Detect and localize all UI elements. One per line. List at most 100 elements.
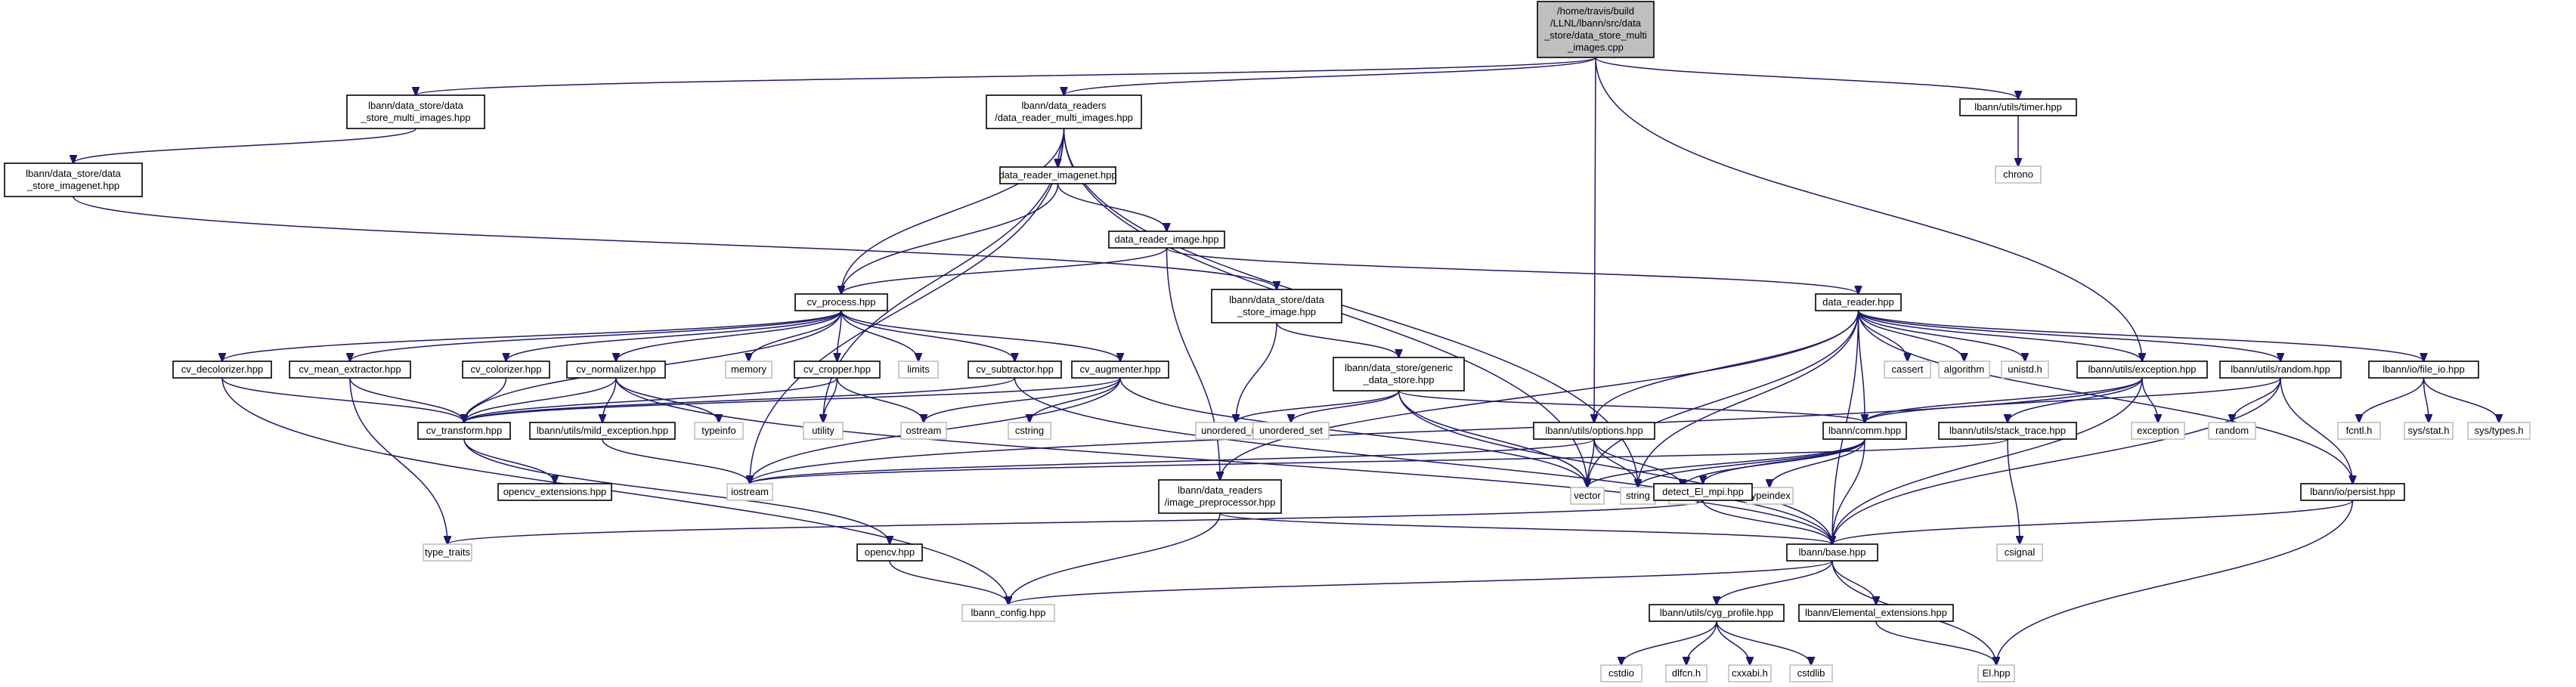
node-cyg_profile[interactable]: lbann/utils/cyg_profile.hpp [1649, 604, 1785, 622]
edge-cv_normalizer-to-mild_exc [602, 377, 617, 422]
node-label-comm-0: lbann/comm.hpp [1828, 425, 1901, 436]
edge-cyg_profile-to-cstdio [1621, 620, 1717, 665]
node-box-ds_image [1211, 289, 1342, 323]
node-timer[interactable]: lbann/utils/timer.hpp [1959, 98, 2077, 116]
node-cv_decolorizer[interactable]: cv_decolorizer.hpp [172, 361, 272, 379]
edge-cv_transform-to-opencv [463, 438, 890, 544]
node-elemental_ext[interactable]: lbann/Elemental_extensions.hpp [1798, 604, 1954, 622]
edge-comm-to-detect_el [1703, 438, 1865, 484]
node-typeindex: typeindex [1745, 487, 1794, 505]
node-comm[interactable]: lbann/comm.hpp [1822, 422, 1907, 440]
node-label-detect_el-0: detect_El_mpi.hpp [1662, 486, 1744, 497]
node-detect_el[interactable]: detect_El_mpi.hpp [1653, 483, 1753, 501]
edge-generic_ds-to-vector [1398, 390, 1588, 487]
edge-root-to-ds_multi [416, 57, 1596, 95]
node-ds_imagenet[interactable]: lbann/data_store/data_store_imagenet.hpp [4, 162, 143, 197]
node-box-iostream [726, 483, 773, 501]
node-box-cv_subtractor [968, 361, 1062, 379]
node-label-dr_imagenet-0: data_reader_imagenet.hpp [999, 169, 1116, 181]
node-label-ds_imagenet-0: lbann/data_store/data [26, 168, 122, 179]
node-persist[interactable]: lbann/io/persist.hpp [2300, 483, 2405, 501]
node-opencv[interactable]: opencv.hpp [856, 543, 923, 562]
node-root[interactable]: /home/travis/build/LLNL/lbann/src/data_s… [1537, 1, 1655, 58]
node-cv_process[interactable]: cv_process.hpp [794, 293, 888, 311]
node-label-image_pre-1: /image_preprocessor.hpp [1165, 497, 1276, 508]
node-label-fcntl-0: fcntl.h [2346, 425, 2373, 436]
node-box-dr_image [1108, 231, 1225, 249]
edge-cv_process-to-cv_decolorizer [222, 310, 842, 361]
node-chrono: chrono [1995, 166, 2042, 184]
node-image_pre[interactable]: lbann/data_readers/image_preprocessor.hp… [1158, 479, 1282, 514]
node-label-cv_normalizer-0: cv_normalizer.hpp [576, 364, 656, 375]
edge-file_io-to-sys_types [2423, 377, 2500, 422]
node-data_reader[interactable]: data_reader.hpp [1815, 293, 1902, 311]
edge-cv_decolorizer-to-lbann_config [221, 377, 1008, 605]
node-box-cv_mean [289, 361, 411, 379]
node-box-unistd [2001, 361, 2049, 379]
node-label-opencv_ext-0: opencv_extensions.hpp [503, 486, 607, 497]
node-box-cv_process [794, 293, 888, 311]
node-box-algorithm [1938, 361, 1990, 379]
node-cv_normalizer[interactable]: cv_normalizer.hpp [566, 361, 666, 379]
edge-ds_imagenet-to-ds_image [73, 196, 1277, 289]
edge-base-to-lbann_config [1008, 560, 1833, 605]
node-box-options [1533, 422, 1655, 440]
node-cv_transform[interactable]: cv_transform.hpp [417, 422, 511, 440]
node-cv_cropper[interactable]: cv_cropper.hpp [794, 361, 881, 379]
node-options[interactable]: lbann/utils/options.hpp [1533, 422, 1655, 440]
node-box-csignal [1996, 543, 2043, 562]
node-label-dlfcn-0: dlfcn.h [1672, 667, 1701, 679]
node-box-image_pre [1158, 479, 1282, 514]
node-label-lbann_config-0: lbann_config.hpp [971, 607, 1045, 618]
node-label-options-0: lbann/utils/options.hpp [1545, 425, 1643, 436]
node-box-chrono [1995, 166, 2042, 184]
node-box-dr_imagenet [999, 166, 1116, 184]
node-box-lbann_config [961, 604, 1055, 622]
node-ds_multi[interactable]: lbann/data_store/data_store_multi_images… [346, 94, 485, 129]
node-mild_exc[interactable]: lbann/utils/mild_exception.hpp [529, 422, 676, 440]
node-box-opencv [856, 543, 923, 562]
node-cv_augmenter[interactable]: cv_augmenter.hpp [1071, 361, 1169, 379]
node-box-cxxabi [1728, 664, 1772, 682]
node-label-el_hpp-0: El.hpp [1983, 667, 2011, 679]
edge-persist-to-el_hpp [1996, 500, 2354, 665]
node-label-cyg_profile-0: lbann/utils/cyg_profile.hpp [1660, 607, 1773, 618]
node-cv_subtractor[interactable]: cv_subtractor.hpp [968, 361, 1062, 379]
node-file_io[interactable]: lbann/io/file_io.hpp [2368, 361, 2479, 379]
node-opencv_ext[interactable]: opencv_extensions.hpp [497, 483, 612, 501]
node-box-cstdlib [1789, 664, 1833, 682]
edge-random_hpp-to-base [1832, 377, 2281, 544]
node-ds_image[interactable]: lbann/data_store/data_store_image.hpp [1211, 289, 1342, 323]
node-exception_hpp[interactable]: lbann/utils/exception.hpp [2076, 361, 2208, 379]
node-box-cv_colorizer [462, 361, 550, 379]
edge-data_reader-to-exception_hpp [1857, 310, 2143, 361]
edge-data_reader-to-algorithm [1857, 310, 1965, 361]
node-generic_ds[interactable]: lbann/data_store/generic_data_store.hpp [1333, 357, 1465, 391]
node-base[interactable]: lbann/base.hpp [1786, 543, 1878, 562]
edge-detect_el-to-base [1702, 500, 1832, 544]
node-label-chrono-0: chrono [2003, 169, 2033, 180]
node-cv_mean[interactable]: cv_mean_extractor.hpp [289, 361, 411, 379]
node-fcntl: fcntl.h [2337, 422, 2381, 440]
node-label-ds_image-1: _store_image.hpp [1237, 306, 1316, 317]
node-stack_trace[interactable]: lbann/utils/stack_trace.hpp [1938, 422, 2077, 440]
node-label-dr_image-0: data_reader_image.hpp [1114, 234, 1218, 245]
edge-root-to-timer [1595, 57, 2018, 99]
node-dr_multi[interactable]: lbann/data_readers/data_reader_multi_ima… [986, 94, 1142, 129]
node-dr_image[interactable]: data_reader_image.hpp [1108, 231, 1225, 249]
node-cv_colorizer[interactable]: cv_colorizer.hpp [462, 361, 550, 379]
node-label-opencv-0: opencv.hpp [865, 546, 915, 558]
node-label-root-2: _store/data_store_multi [1543, 29, 1647, 41]
node-label-memory-0: memory [731, 364, 766, 375]
node-box-file_io [2368, 361, 2479, 379]
node-box-root [1537, 1, 1655, 58]
edge-cv_cropper-to-ostream [836, 377, 924, 422]
node-box-sys_types [2467, 422, 2531, 440]
edge-cv_process-to-cv_normalizer [616, 310, 842, 361]
node-box-cassert [1884, 361, 1931, 379]
edge-data_reader-to-image_pre [1220, 310, 1859, 480]
node-dr_imagenet[interactable]: data_reader_imagenet.hpp [999, 166, 1117, 184]
node-random_hpp[interactable]: lbann/utils/random.hpp [2219, 361, 2342, 379]
edge-cv_process-to-cv_cropper [838, 310, 842, 361]
